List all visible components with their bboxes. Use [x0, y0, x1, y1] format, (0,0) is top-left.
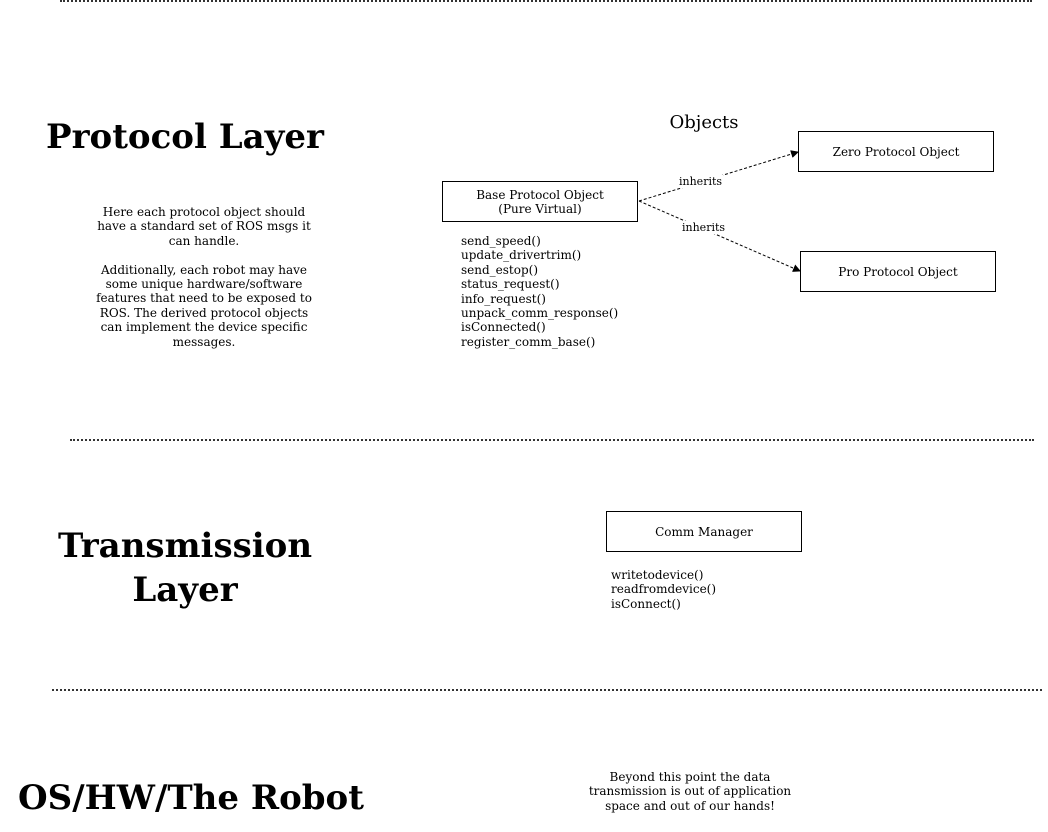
edge-base-to-zero — [638, 150, 799, 202]
base-protocol-methods: send_speed() update_drivertrim() send_es… — [461, 234, 618, 349]
method-item: readfromdevice() — [611, 582, 717, 597]
divider-protocol-transmission — [70, 439, 1034, 441]
method-item: isConnect() — [611, 596, 681, 611]
protocol-layer-description: Here each protocol object should have a … — [96, 205, 312, 349]
method-item: status_request() — [461, 277, 560, 292]
divider-transmission-os — [52, 689, 1042, 691]
base-protocol-object-sublabel: (Pure Virtual) — [498, 201, 582, 216]
zero-protocol-object-node: Zero Protocol Object — [798, 131, 994, 172]
method-item: send_speed() — [461, 234, 541, 248]
pro-protocol-object-node: Pro Protocol Object — [800, 251, 996, 292]
method-item: info_request() — [461, 291, 546, 306]
method-item: send_estop() — [461, 262, 539, 277]
os-layer-description: Beyond this point the data transmission … — [588, 770, 792, 813]
method-item: writetodevice() — [611, 568, 704, 582]
method-item: register_comm_base() — [461, 334, 596, 349]
objects-heading: Objects — [669, 112, 739, 133]
edge-label-inherits-zero: inherits — [678, 175, 724, 188]
comm-manager-methods: writetodevice() readfromdevice() isConne… — [611, 568, 716, 611]
comm-manager-node: Comm Manager — [606, 511, 802, 552]
base-protocol-object-node: Base Protocol Object (Pure Virtual) — [442, 181, 638, 222]
transmission-layer-title: Transmission Layer — [20, 524, 350, 612]
method-item: unpack_comm_response() — [461, 306, 619, 321]
protocol-layer-title: Protocol Layer — [46, 117, 324, 157]
divider-top — [60, 0, 1032, 2]
method-item: update_drivertrim() — [461, 248, 582, 263]
os-layer-title: OS/HW/The Robot — [18, 778, 364, 818]
transmission-title-line2: Layer — [132, 570, 238, 610]
base-protocol-object-label: Base Protocol Object — [476, 187, 604, 202]
edge-base-to-pro — [638, 200, 801, 272]
edge-label-inherits-pro: inherits — [681, 221, 727, 234]
method-item: isConnected() — [461, 320, 546, 335]
transmission-title-line1: Transmission — [57, 526, 313, 566]
